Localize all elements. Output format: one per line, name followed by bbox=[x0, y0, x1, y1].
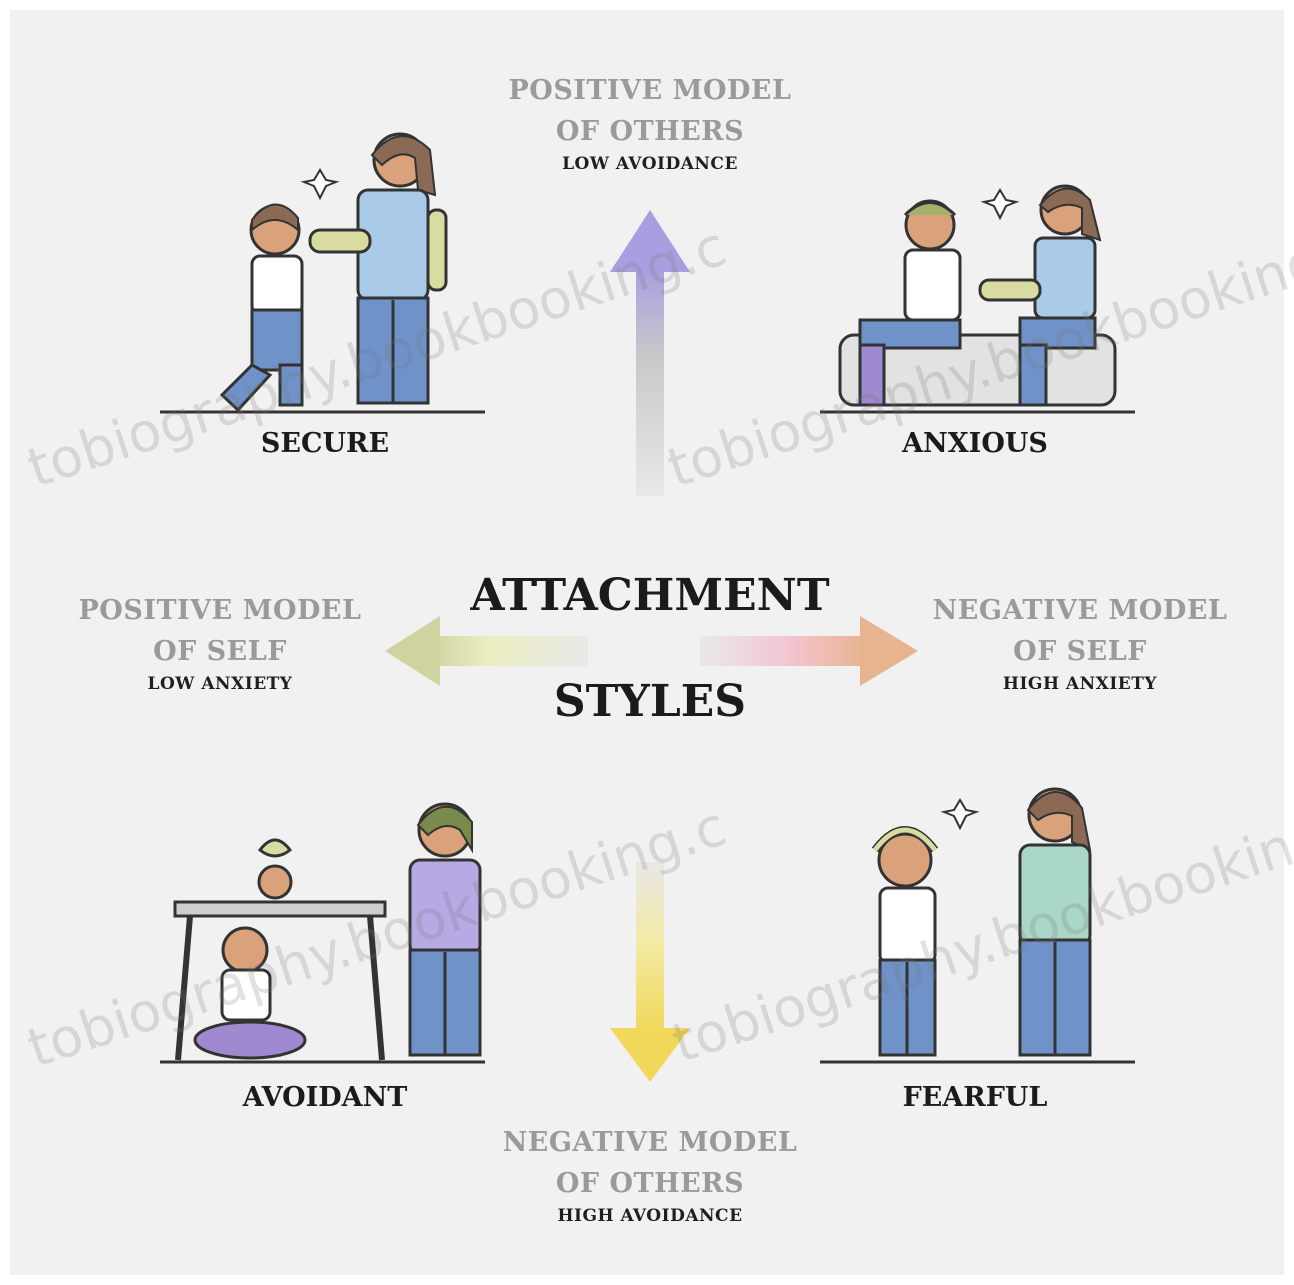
axis-label-left: POSITIVE MODEL OF SELF LOW ANXIETY bbox=[50, 590, 390, 694]
arrow-up bbox=[610, 210, 690, 496]
axis-right-sub: HIGH ANXIETY bbox=[1002, 674, 1158, 694]
arrow-left bbox=[385, 616, 588, 686]
axis-label-right: NEGATIVE MODEL OF SELF HIGH ANXIETY bbox=[905, 590, 1255, 694]
axis-label-bottom: NEGATIVE MODEL OF OTHERS HIGH AVOIDANCE bbox=[450, 1122, 850, 1226]
illustration-fearful bbox=[820, 787, 1135, 1064]
illustration-avoidant bbox=[160, 802, 485, 1064]
illustration-anxious bbox=[820, 184, 1135, 414]
axis-left-line1: POSITIVE MODEL bbox=[78, 595, 362, 626]
axis-right-line1: NEGATIVE MODEL bbox=[932, 595, 1228, 626]
axis-bottom-sub: HIGH AVOIDANCE bbox=[557, 1206, 743, 1226]
axis-right-line2: OF SELF bbox=[1013, 636, 1147, 667]
axis-bottom-line1: NEGATIVE MODEL bbox=[502, 1127, 798, 1158]
arrow-down bbox=[610, 862, 690, 1082]
diagram-title-line2: STYLES bbox=[553, 676, 747, 727]
axis-top-line1: POSITIVE MODEL bbox=[508, 75, 792, 106]
axis-top-sub: LOW AVOIDANCE bbox=[562, 154, 738, 174]
diagram-title-line1: ATTACHMENT bbox=[470, 570, 830, 621]
axis-left-line2: OF SELF bbox=[153, 636, 287, 667]
quadrant-label-avoidant: AVOIDANT bbox=[242, 1082, 408, 1113]
axis-left-sub: LOW ANXIETY bbox=[147, 674, 293, 694]
quadrant-label-fearful: FEARFUL bbox=[902, 1082, 1048, 1113]
quadrant-label-secure: SECURE bbox=[260, 428, 390, 459]
quadrant-label-anxious: ANXIOUS bbox=[902, 428, 1048, 459]
arrow-right bbox=[700, 616, 918, 686]
illustration-secure bbox=[160, 132, 485, 414]
axis-label-top: POSITIVE MODEL OF OTHERS LOW AVOIDANCE bbox=[450, 70, 850, 174]
axis-bottom-line2: OF OTHERS bbox=[555, 1168, 745, 1199]
axis-top-line2: OF OTHERS bbox=[555, 116, 745, 147]
